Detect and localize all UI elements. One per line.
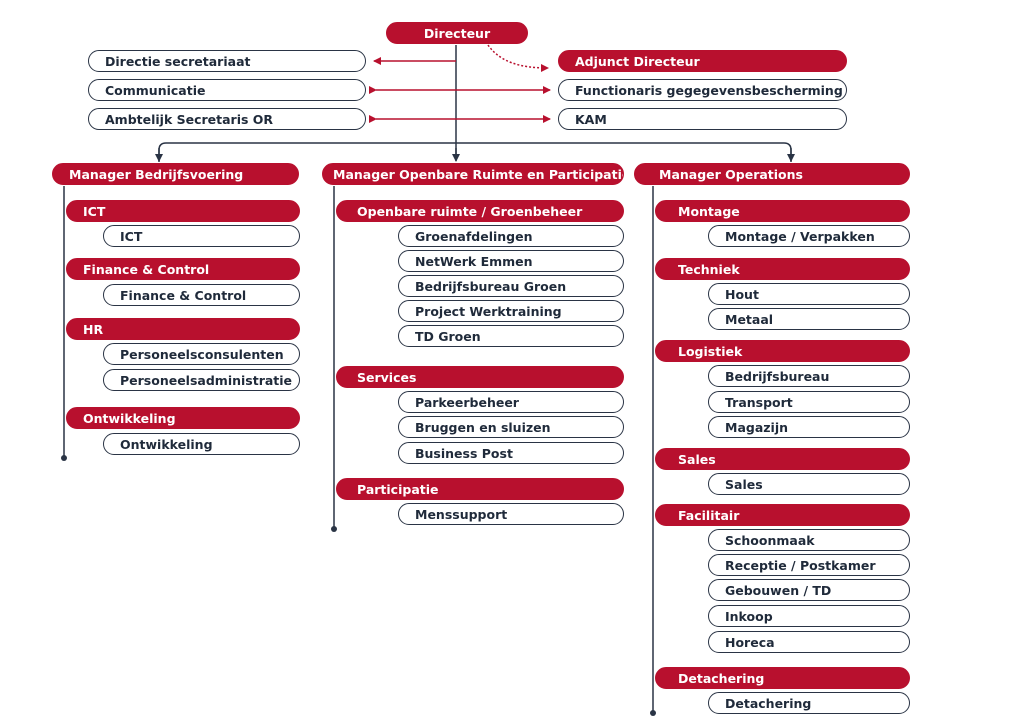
department-sales[interactable]: Sales [655, 448, 910, 470]
department-openbare-ruimte-groenbeheer[interactable]: Openbare ruimte / Groenbeheer [336, 200, 624, 222]
staff-adjunct-directeur[interactable]: Adjunct Directeur [558, 50, 847, 72]
manager-openbare-ruimte[interactable]: Manager Openbare Ruimte en Participatie [322, 163, 624, 185]
team-bedrijfsbureau-groen[interactable]: Bedrijfsbureau Groen [398, 275, 624, 297]
director-box[interactable]: Directeur [386, 22, 528, 44]
spine-end-dot [331, 526, 337, 532]
team-bedrijfsbureau[interactable]: Bedrijfsbureau [708, 365, 910, 387]
staff-kam[interactable]: KAM [558, 108, 847, 130]
team-magazijn[interactable]: Magazijn [708, 416, 910, 438]
team-parkeerbeheer[interactable]: Parkeerbeheer [398, 391, 624, 413]
team-menssupport[interactable]: Menssupport [398, 503, 624, 525]
team-receptie-postkamer[interactable]: Receptie / Postkamer [708, 554, 910, 576]
team-inkoop[interactable]: Inkoop [708, 605, 910, 627]
spine-end-dot [650, 710, 656, 716]
department-ontwikkeling[interactable]: Ontwikkeling [66, 407, 300, 429]
team-netwerk-emmen[interactable]: NetWerk Emmen [398, 250, 624, 272]
manager-bedrijfsvoering[interactable]: Manager Bedrijfsvoering [52, 163, 299, 185]
team-business-post[interactable]: Business Post [398, 442, 624, 464]
staff-ambtelijk-secretaris-or[interactable]: Ambtelijk Secretaris OR [88, 108, 366, 130]
team-ontwikkeling[interactable]: Ontwikkeling [103, 433, 300, 455]
manager-bus-line [158, 142, 792, 162]
team-horeca[interactable]: Horeca [708, 631, 910, 653]
department-facilitair[interactable]: Facilitair [655, 504, 910, 526]
team-hout[interactable]: Hout [708, 283, 910, 305]
team-sales[interactable]: Sales [708, 473, 910, 495]
department-techniek[interactable]: Techniek [655, 258, 910, 280]
department-participatie[interactable]: Participatie [336, 478, 624, 500]
department-logistiek[interactable]: Logistiek [655, 340, 910, 362]
team-groenafdelingen[interactable]: Groenafdelingen [398, 225, 624, 247]
department-hr[interactable]: HR [66, 318, 300, 340]
team-personeelsadministratie[interactable]: Personeelsadministratie [103, 369, 300, 391]
team-montage-verpakken[interactable]: Montage / Verpakken [708, 225, 910, 247]
team-finance-control[interactable]: Finance & Control [103, 284, 300, 306]
team-ict[interactable]: ICT [103, 225, 300, 247]
team-metaal[interactable]: Metaal [708, 308, 910, 330]
team-bruggen-en-sluizen[interactable]: Bruggen en sluizen [398, 416, 624, 438]
team-transport[interactable]: Transport [708, 391, 910, 413]
staff-functionaris-gegevensbescherming[interactable]: Functionaris gegegevensbescherming [558, 79, 847, 101]
team-schoonmaak[interactable]: Schoonmaak [708, 529, 910, 551]
department-finance-control[interactable]: Finance & Control [66, 258, 300, 280]
department-montage[interactable]: Montage [655, 200, 910, 222]
staff-directie-secretariaat[interactable]: Directie secretariaat [88, 50, 366, 72]
arrow-to-adjunct-directeur [487, 44, 549, 72]
team-td-groen[interactable]: TD Groen [398, 325, 624, 347]
department-detachering[interactable]: Detachering [655, 667, 910, 689]
team-personeelsconsulenten[interactable]: Personeelsconsulenten [103, 343, 300, 365]
team-project-werktraining[interactable]: Project Werktraining [398, 300, 624, 322]
staff-communicatie[interactable]: Communicatie [88, 79, 366, 101]
team-detachering[interactable]: Detachering [708, 692, 910, 714]
manager-operations[interactable]: Manager Operations [634, 163, 910, 185]
spine-end-dot [61, 455, 67, 461]
department-services[interactable]: Services [336, 366, 624, 388]
team-gebouwen-td[interactable]: Gebouwen / TD [708, 579, 910, 601]
department-ict[interactable]: ICT [66, 200, 300, 222]
